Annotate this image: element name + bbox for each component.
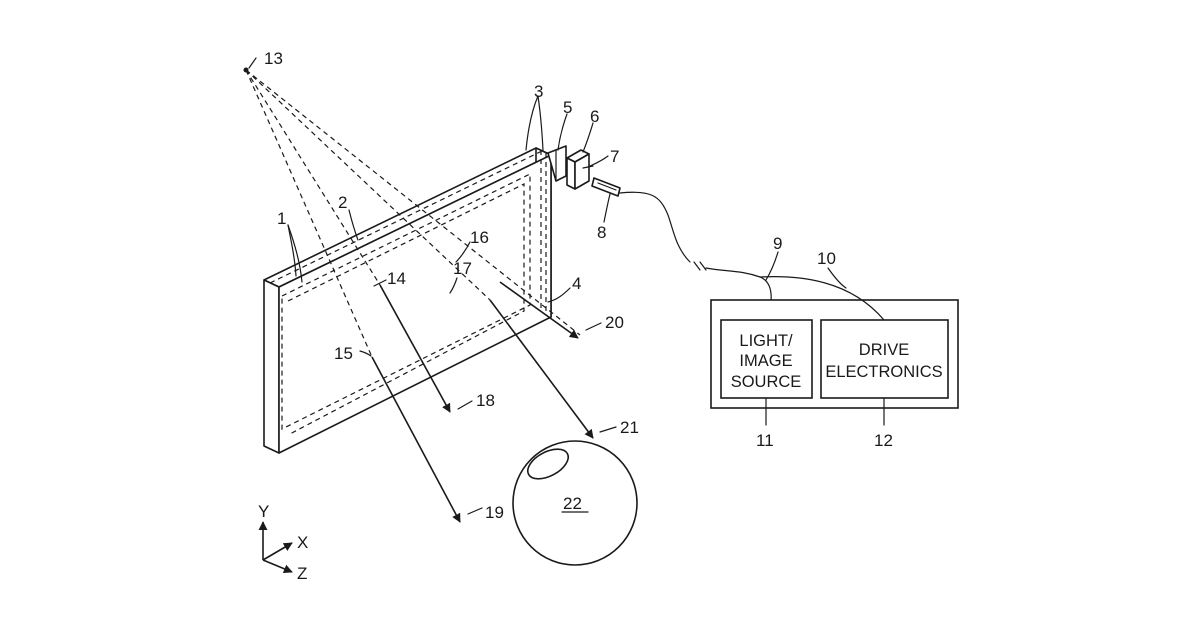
ref-8: 8 bbox=[597, 223, 606, 242]
ref-19: 19 bbox=[485, 503, 504, 522]
leader-3a bbox=[526, 96, 538, 150]
drive-electronics-line2: ELECTRONICS bbox=[825, 363, 942, 381]
plate-left-edge bbox=[264, 280, 279, 453]
leader-13 bbox=[249, 58, 256, 68]
ref-22: 22 bbox=[563, 494, 582, 513]
fiber-ferrule-8 bbox=[592, 178, 620, 196]
leader-21 bbox=[600, 427, 616, 432]
ref-5: 5 bbox=[563, 98, 572, 117]
fiber-cable bbox=[620, 192, 690, 262]
ref-4: 4 bbox=[572, 274, 581, 293]
ref-7: 7 bbox=[610, 147, 619, 166]
ref-12: 12 bbox=[874, 431, 893, 450]
y-axis-label: Y bbox=[258, 502, 269, 521]
ref-6: 6 bbox=[590, 107, 599, 126]
plate-front-face bbox=[279, 155, 551, 453]
ref-10: 10 bbox=[817, 249, 836, 268]
ref-9: 9 bbox=[773, 234, 782, 253]
leader-8 bbox=[604, 194, 610, 222]
z-axis-arrow bbox=[263, 560, 292, 572]
ref-11: 11 bbox=[756, 431, 774, 450]
light-source-line2: IMAGE bbox=[739, 352, 792, 370]
leader-9 bbox=[766, 252, 778, 280]
drive-electronics-line1: DRIVE bbox=[859, 341, 909, 359]
leader-3b bbox=[538, 96, 543, 150]
ref-1: 1 bbox=[277, 209, 286, 228]
leader-18 bbox=[458, 401, 472, 409]
ref-18: 18 bbox=[476, 391, 495, 410]
light-source-line1: LIGHT/ bbox=[739, 332, 793, 350]
drive-electronics-box bbox=[821, 320, 948, 398]
leader-6 bbox=[583, 123, 593, 152]
z-axis-label: Z bbox=[297, 564, 307, 583]
light-source-line3: SOURCE bbox=[731, 373, 802, 391]
ref-2: 2 bbox=[338, 193, 347, 212]
leader-7 bbox=[588, 156, 608, 167]
prism-6-side bbox=[567, 158, 575, 189]
ref-21: 21 bbox=[620, 418, 639, 437]
ref-13: 13 bbox=[264, 49, 283, 68]
cable-break-mark bbox=[694, 262, 706, 270]
ref-20: 20 bbox=[605, 313, 624, 332]
point-13-dot bbox=[244, 68, 249, 73]
optics-train bbox=[548, 146, 771, 318]
ref-14: 14 bbox=[387, 269, 406, 288]
ref-15: 15 bbox=[334, 344, 353, 363]
waveguide-plate bbox=[264, 148, 551, 453]
ref-3: 3 bbox=[534, 82, 543, 101]
ref-16: 16 bbox=[470, 228, 489, 247]
ref-17: 17 bbox=[453, 259, 472, 278]
leader-20 bbox=[586, 323, 601, 330]
leader-5 bbox=[558, 114, 567, 150]
axes-triad: Y X Z bbox=[258, 502, 308, 583]
x-axis-arrow bbox=[263, 543, 292, 560]
x-axis-label: X bbox=[297, 533, 308, 552]
leader-19 bbox=[468, 508, 482, 514]
leader-2 bbox=[349, 210, 358, 240]
